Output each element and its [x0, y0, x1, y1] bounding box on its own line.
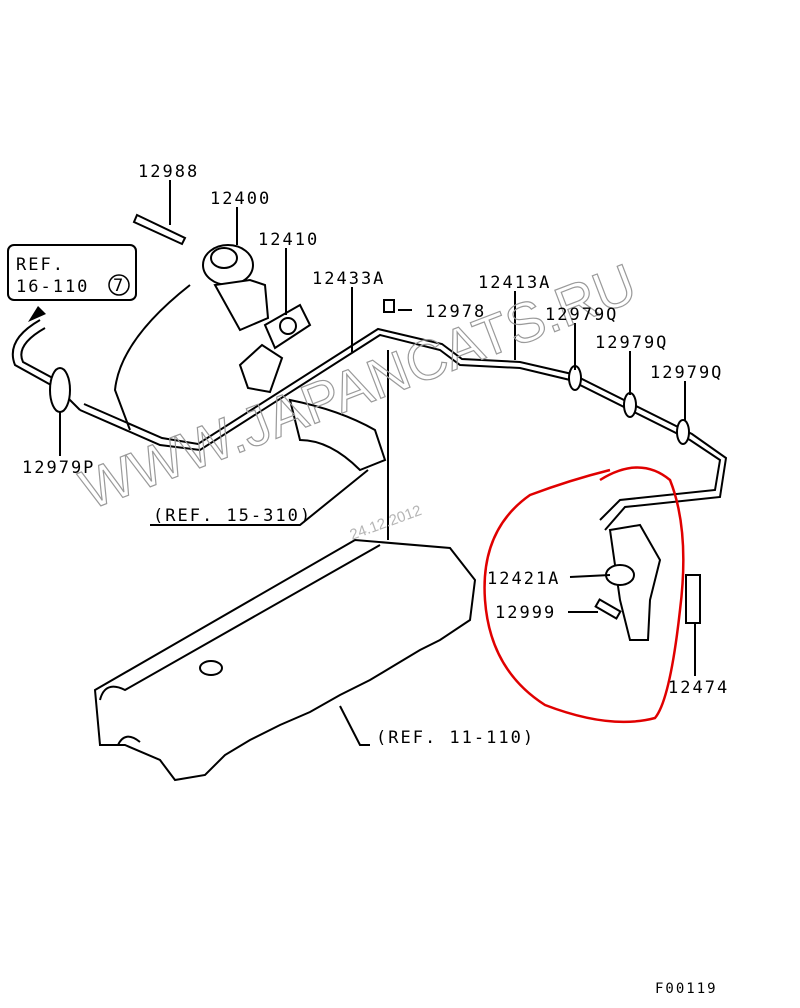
part-label-12978[interactable]: 12978 — [425, 302, 486, 322]
ref-box-line2[interactable]: 16-110 — [16, 277, 89, 297]
solenoid-drawing — [608, 523, 662, 641]
part-label-12979P[interactable]: 12979P — [22, 458, 95, 478]
ref-cover-label[interactable]: (REF. 11-110) — [376, 728, 535, 748]
part-label-12979Q-1[interactable]: 12979Q — [545, 305, 618, 325]
highlight-circle — [483, 466, 685, 724]
part-label-12413A[interactable]: 12413A — [478, 273, 551, 293]
part-label-12474[interactable]: 12474 — [668, 678, 729, 698]
ref-box — [7, 244, 137, 301]
ref-box-line1: REF. — [16, 255, 65, 275]
part-label-12433A[interactable]: 12433A — [312, 269, 385, 289]
part-label-12979Q-2[interactable]: 12979Q — [595, 333, 668, 353]
part-label-12410[interactable]: 12410 — [258, 230, 319, 250]
watermark-text: WWW.JAPANCATS.RU — [72, 251, 644, 521]
figure-id: F00119 — [655, 981, 718, 997]
part-label-12979Q-3[interactable]: 12979Q — [650, 363, 723, 383]
part-label-12999[interactable]: 12999 — [495, 603, 556, 623]
ref-intake-label[interactable]: (REF. 15-310) — [153, 506, 312, 526]
engine-cover — [93, 538, 477, 782]
part-label-12400[interactable]: 12400 — [210, 189, 271, 209]
ref-box-circle-number: 7 — [113, 276, 123, 296]
part-label-12421A[interactable]: 12421A — [487, 569, 560, 589]
part-label-12988[interactable]: 12988 — [138, 162, 199, 182]
watermark-date: 24.12.2012 — [348, 502, 424, 544]
